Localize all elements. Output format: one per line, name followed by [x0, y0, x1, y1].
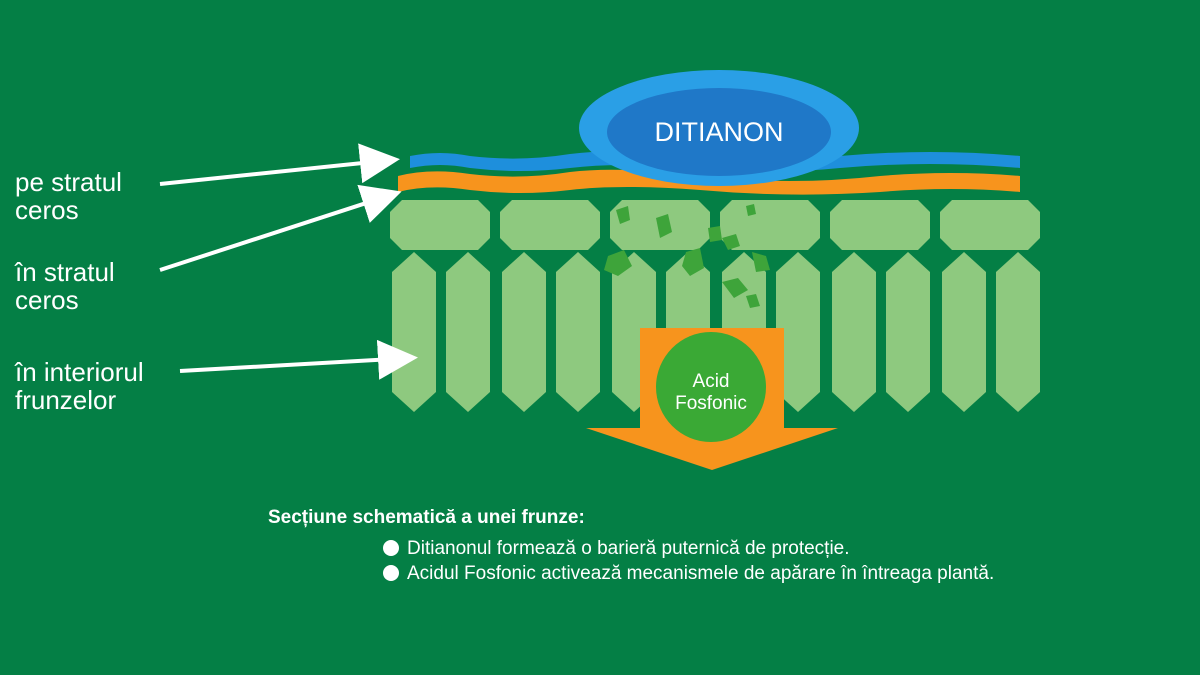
- acid-label-line1: Acid: [693, 371, 730, 392]
- particle: [722, 278, 748, 298]
- arrow-leaf-interior: [179, 339, 418, 380]
- caption-list: Ditianonul formează o barieră puternică …: [268, 536, 994, 586]
- acid-fosfonic-badge: Acid Fosfonic: [656, 332, 766, 442]
- cell: [446, 252, 490, 412]
- particle: [656, 214, 672, 238]
- label-leaf-interior: în interiorul frunzelor: [15, 357, 144, 415]
- particle: [682, 248, 704, 276]
- particle: [708, 226, 722, 242]
- particle: [722, 234, 740, 250]
- cell: [502, 252, 546, 412]
- upper-cell-row: [390, 200, 1040, 250]
- arrow-waxy-inside: [159, 184, 402, 272]
- caption-bullet-text: Ditianonul formează o barieră puternică …: [407, 538, 850, 559]
- ditianon-particles: [604, 204, 770, 308]
- particle: [746, 204, 756, 216]
- pointer-arrows: [159, 143, 418, 380]
- arrow-waxy-surface: [159, 143, 400, 186]
- cell: [942, 252, 986, 412]
- bullet-icon: [383, 565, 399, 581]
- cell: [886, 252, 930, 412]
- label-in-waxy-layer: în stratul ceros: [15, 257, 115, 315]
- caption-bullet: Acidul Fosfonic activează mecanismele de…: [383, 561, 994, 586]
- caption-title: Secțiune schematică a unei frunze:: [268, 507, 585, 528]
- particle: [746, 294, 760, 308]
- cell: [832, 252, 876, 412]
- cell: [556, 252, 600, 412]
- particle: [616, 206, 630, 224]
- bullet-icon: [383, 540, 399, 556]
- caption: Secțiune schematică a unei frunze: Ditia…: [268, 507, 994, 586]
- particle: [752, 252, 770, 272]
- caption-bullet: Ditianonul formează o barieră puternică …: [383, 536, 994, 561]
- cell: [996, 252, 1040, 412]
- label-on-waxy-layer: pe stratul ceros: [15, 167, 122, 225]
- cell: [776, 252, 820, 412]
- cell: [830, 200, 930, 250]
- cell: [940, 200, 1040, 250]
- acid-circle: [656, 332, 766, 442]
- cell: [390, 200, 490, 250]
- acid-label-line2: Fosfonic: [675, 393, 747, 414]
- ditianon-deposit: DITIANON: [579, 70, 859, 186]
- cell: [500, 200, 600, 250]
- cell: [392, 252, 436, 412]
- ditianon-label: DITIANON: [654, 117, 783, 147]
- cell: [720, 200, 820, 250]
- particle: [604, 250, 632, 276]
- caption-bullet-text: Acidul Fosfonic activează mecanismele de…: [407, 563, 995, 584]
- ditianon-inner: [607, 88, 831, 176]
